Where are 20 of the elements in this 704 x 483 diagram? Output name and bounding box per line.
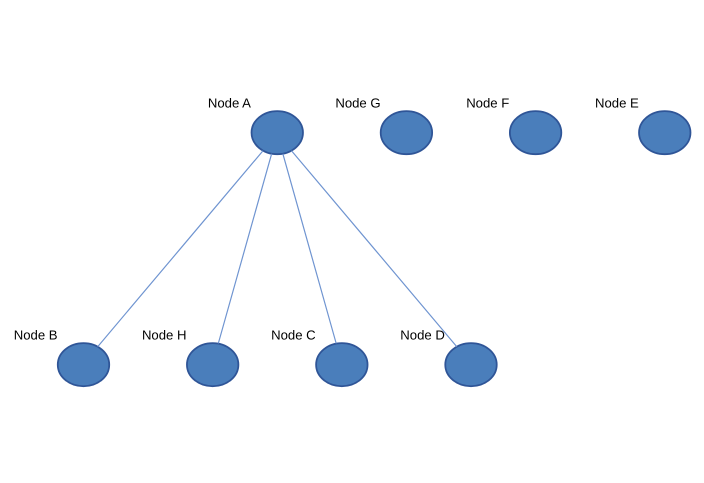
- connector: [291, 150, 458, 347]
- node-label: Node E: [594, 95, 639, 110]
- node-circle: [56, 342, 110, 388]
- node-label: Node H: [142, 327, 187, 342]
- node-label: Node B: [14, 327, 58, 342]
- node-label: Node A: [208, 95, 251, 110]
- node-circle: [250, 110, 304, 156]
- node-circle: [638, 110, 692, 156]
- node-circle: [380, 110, 434, 156]
- node-label: Node D: [400, 327, 445, 342]
- connector: [218, 154, 272, 344]
- connector: [97, 150, 264, 347]
- node-circle: [186, 342, 240, 388]
- node-circle: [444, 342, 498, 388]
- node-label: Node G: [335, 95, 381, 110]
- connector: [282, 154, 337, 344]
- node-circle: [508, 110, 562, 156]
- node-circle: [315, 342, 368, 388]
- node-label: Node C: [271, 327, 316, 342]
- node-label: Node F: [466, 95, 510, 110]
